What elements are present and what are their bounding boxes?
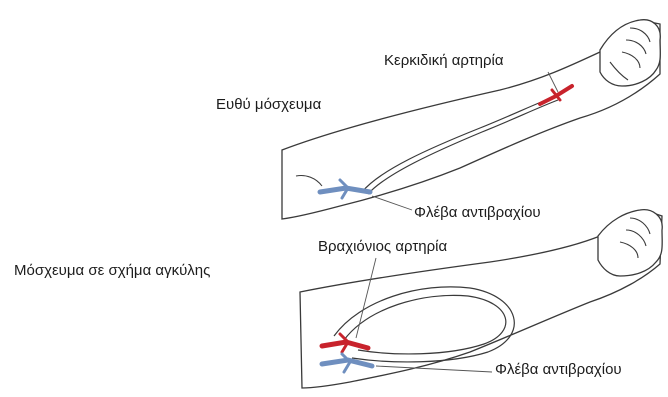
loop-graft-label: Μόσχευμα σε σχήμα αγκύλης: [14, 261, 219, 280]
top-vein-leader: [372, 196, 412, 210]
radial-artery-label: Κερκιδική αρτηρία: [384, 51, 504, 70]
top-hand: [600, 20, 660, 86]
forearm-vein-label-top: Φλέβα αντιβραχίου: [414, 203, 541, 222]
bottom-hand: [598, 210, 662, 276]
forearm-vein-label-bottom: Φλέβα αντιβραχίου: [495, 360, 622, 379]
brachial-artery-label: Βραχιόνιος αρτηρία: [318, 237, 447, 256]
straight-graft-label: Ευθύ μόσχευμα: [216, 95, 321, 114]
top-arm: [282, 20, 660, 219]
